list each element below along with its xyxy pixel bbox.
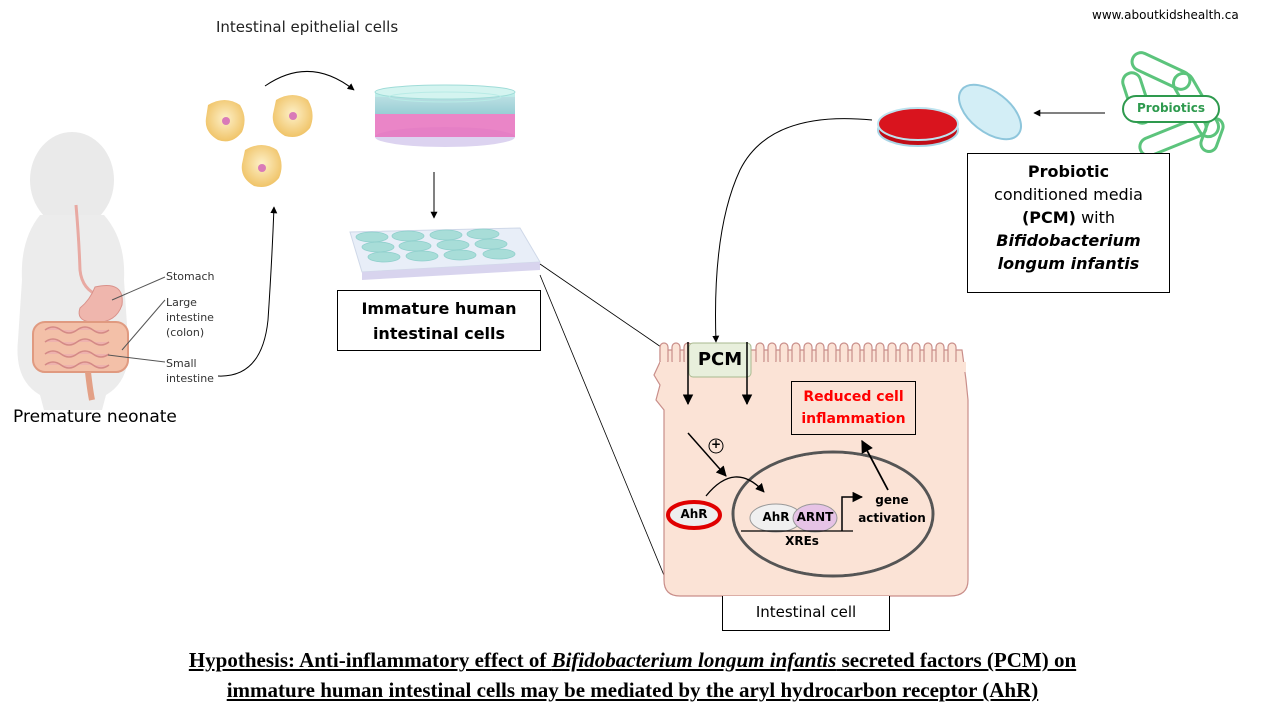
immature-cells-box: Immature human intestinal cells: [337, 290, 541, 351]
esophagus: [74, 204, 101, 298]
arrow-translocation: [705, 476, 765, 497]
neonate-head: [30, 132, 114, 228]
label-large-intestine: Large intestine (colon): [166, 296, 214, 339]
hypothesis-line-2: immature human intestinal cells may be m…: [226, 678, 1039, 702]
probiotics-badge-label: Probiotics: [1136, 101, 1205, 115]
plus-circle-icon: [708, 438, 724, 454]
zoom-line-upper: [539, 263, 662, 348]
small-intestine-organ: [44, 326, 110, 369]
leader-small-intestine: [107, 354, 166, 363]
plus-sign: +: [710, 437, 722, 451]
petri-lid: [958, 83, 1022, 141]
source-credit: www.aboutkidshealth.ca: [1092, 8, 1239, 22]
neonate-illustration: [17, 132, 166, 410]
pcm-label: PCM: [697, 349, 743, 370]
intestinal-cell-caption: Intestinal cell: [722, 596, 890, 631]
label-small-intestine: Small intestine: [166, 357, 214, 385]
petri-dish-illustration: [877, 83, 1022, 147]
large-intestine-organ: [32, 321, 129, 373]
xres-label: XREs: [785, 534, 819, 548]
reduced-inflammation-box: Reduced cell inflammation: [791, 381, 916, 435]
arrow-activation: [687, 432, 727, 477]
epithelial-cells-title: Intestinal epithelial cells: [216, 18, 399, 36]
hypothesis-line-1: Hypothesis: Anti-inflammatory effect of …: [188, 648, 1077, 672]
pcm-description-box: Probiotic conditioned media (PCM) with B…: [967, 153, 1170, 293]
leader-large-intestine: [121, 299, 166, 351]
arrow-dish-to-pcm: [712, 118, 873, 343]
arrow-cells-to-dish: [264, 70, 355, 91]
nucleus: [731, 450, 935, 578]
probiotics-badge: [1122, 95, 1220, 123]
arrow-neonate-to-cells: [217, 206, 278, 377]
ahr-nucleus-label: AhR: [762, 510, 790, 524]
intestinal-cell-illustration: [653, 342, 969, 597]
ahr-cytoplasm-label: AhR: [680, 507, 708, 521]
arnt-protein: [792, 503, 838, 533]
epithelial-cells-illustration: [205, 95, 313, 187]
pcm-box: [688, 342, 752, 378]
ahr-cytoplasm-receptor: [666, 500, 722, 530]
neonate-caption: Premature neonate: [13, 407, 177, 427]
well-plate-illustration: [349, 227, 541, 280]
culture-dish-illustration: [374, 84, 516, 147]
gene-activation-label: gene activation: [858, 493, 926, 525]
leader-stomach: [111, 276, 166, 301]
arrow-to-reduced-inflammation: [861, 439, 889, 491]
arnt-label: ARNT: [796, 510, 834, 524]
label-stomach: Stomach: [166, 270, 215, 283]
zoom-line-lower: [539, 274, 669, 586]
rectum-organ: [85, 371, 95, 401]
promoter-arrow: [841, 491, 864, 531]
